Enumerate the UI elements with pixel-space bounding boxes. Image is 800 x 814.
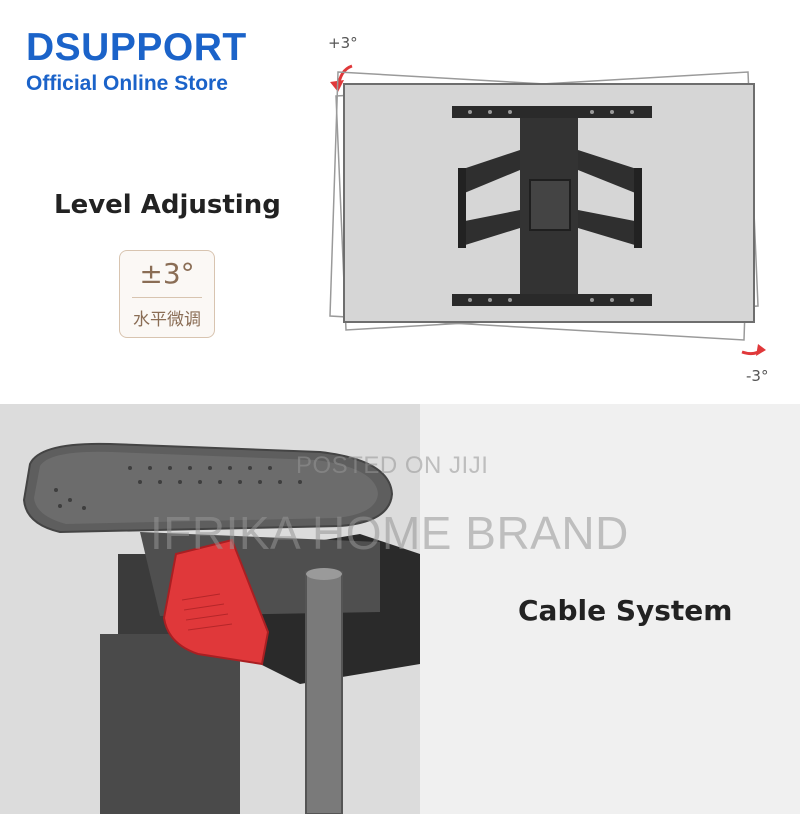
brand-subtitle: Official Online Store xyxy=(26,72,228,95)
badge-divider xyxy=(132,297,202,298)
mount-arm-right-lower xyxy=(578,210,640,246)
arm-cap-top xyxy=(34,451,378,524)
mount-bracket-right xyxy=(634,168,642,248)
mount-bracket-left xyxy=(458,168,466,248)
arm-cap-holes xyxy=(54,466,302,510)
watermark-brand: IFRIKA HOME BRAND xyxy=(150,507,629,559)
cable-mount-closeup-illustration xyxy=(22,442,420,814)
watermark-posted: POSTED ON JIJI xyxy=(296,452,489,479)
mount-pipe xyxy=(305,571,343,814)
mount-top-rail xyxy=(452,106,652,118)
brand-logo-text: DSUPPORT xyxy=(26,26,247,69)
mount-column-front xyxy=(100,634,240,814)
angle-minus-label: -3° xyxy=(746,367,769,385)
mount-holes xyxy=(468,110,634,302)
mount-bottom-rail xyxy=(452,294,652,306)
angle-plus-label: +3° xyxy=(328,34,358,52)
level-adjusting-title: Level Adjusting xyxy=(54,190,281,220)
level-adjusting-panel: DSUPPORT Official Online Store Level Adj… xyxy=(0,0,800,404)
level-badge: ±3° 水平微调 xyxy=(119,250,215,338)
tilt-frame-plus xyxy=(335,71,759,331)
badge-label: 水平微调 xyxy=(133,310,201,330)
pipe-top xyxy=(306,568,342,580)
badge-degree: ±3° xyxy=(139,257,195,290)
red-cable-clip xyxy=(162,538,270,666)
cable-system-title: Cable System xyxy=(518,594,733,627)
mount-arm-right-upper xyxy=(578,150,640,194)
mount-arm-left-upper xyxy=(460,150,520,194)
arrowhead-down-icon xyxy=(756,344,766,356)
red-clip-grip-lines xyxy=(181,593,233,631)
tv-mount-tilt-illustration xyxy=(329,64,766,356)
mount-arm-left-lower xyxy=(460,210,520,246)
mount-center-joint xyxy=(529,179,571,231)
